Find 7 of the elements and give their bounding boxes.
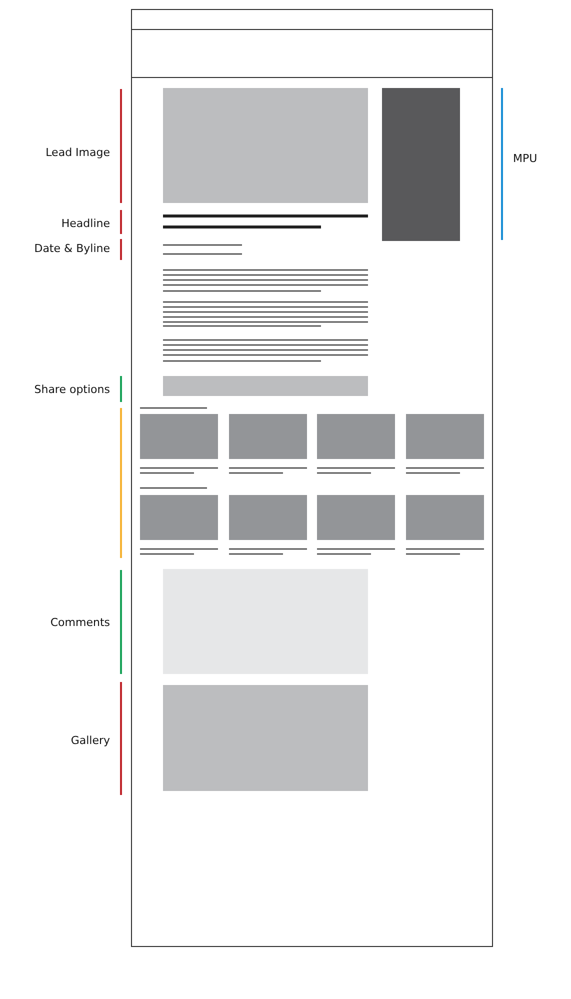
- annotation-label: Lead Image: [46, 146, 110, 160]
- annotation-label: MPU: [513, 152, 538, 166]
- annotation-label: Share options: [34, 383, 110, 397]
- annotation-label: Date & Byline: [34, 242, 110, 256]
- annotation-label: Gallery: [70, 734, 110, 748]
- annotation-label: Comments: [50, 616, 110, 630]
- annotation-label: Headline: [61, 217, 110, 231]
